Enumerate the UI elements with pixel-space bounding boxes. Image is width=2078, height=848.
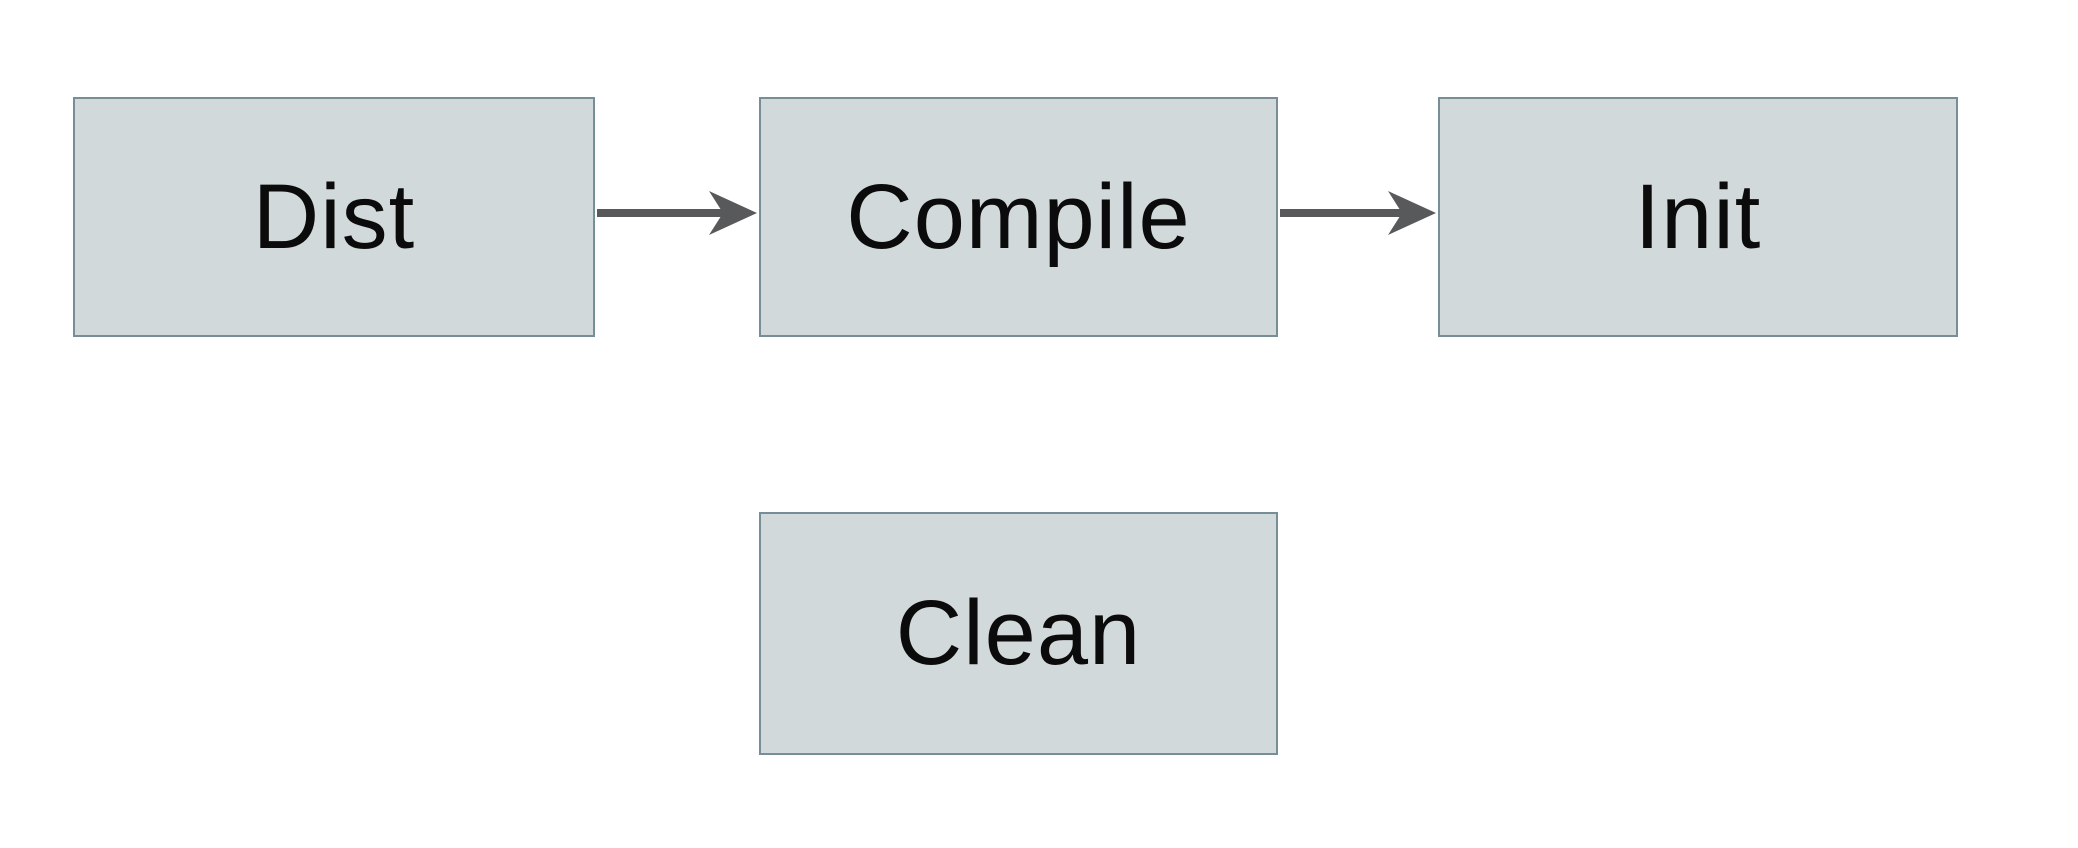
node-compile-label: Compile (846, 165, 1191, 268)
node-dist: Dist (73, 97, 595, 337)
node-clean-label: Clean (895, 582, 1142, 684)
node-init-label: Init (1634, 165, 1762, 268)
arrow-dist-to-compile (597, 191, 757, 235)
arrow-compile-to-init (1280, 191, 1436, 235)
node-clean: Clean (759, 512, 1278, 755)
node-dist-label: Dist (252, 165, 416, 268)
node-compile: Compile (759, 97, 1278, 337)
node-init: Init (1438, 97, 1958, 337)
